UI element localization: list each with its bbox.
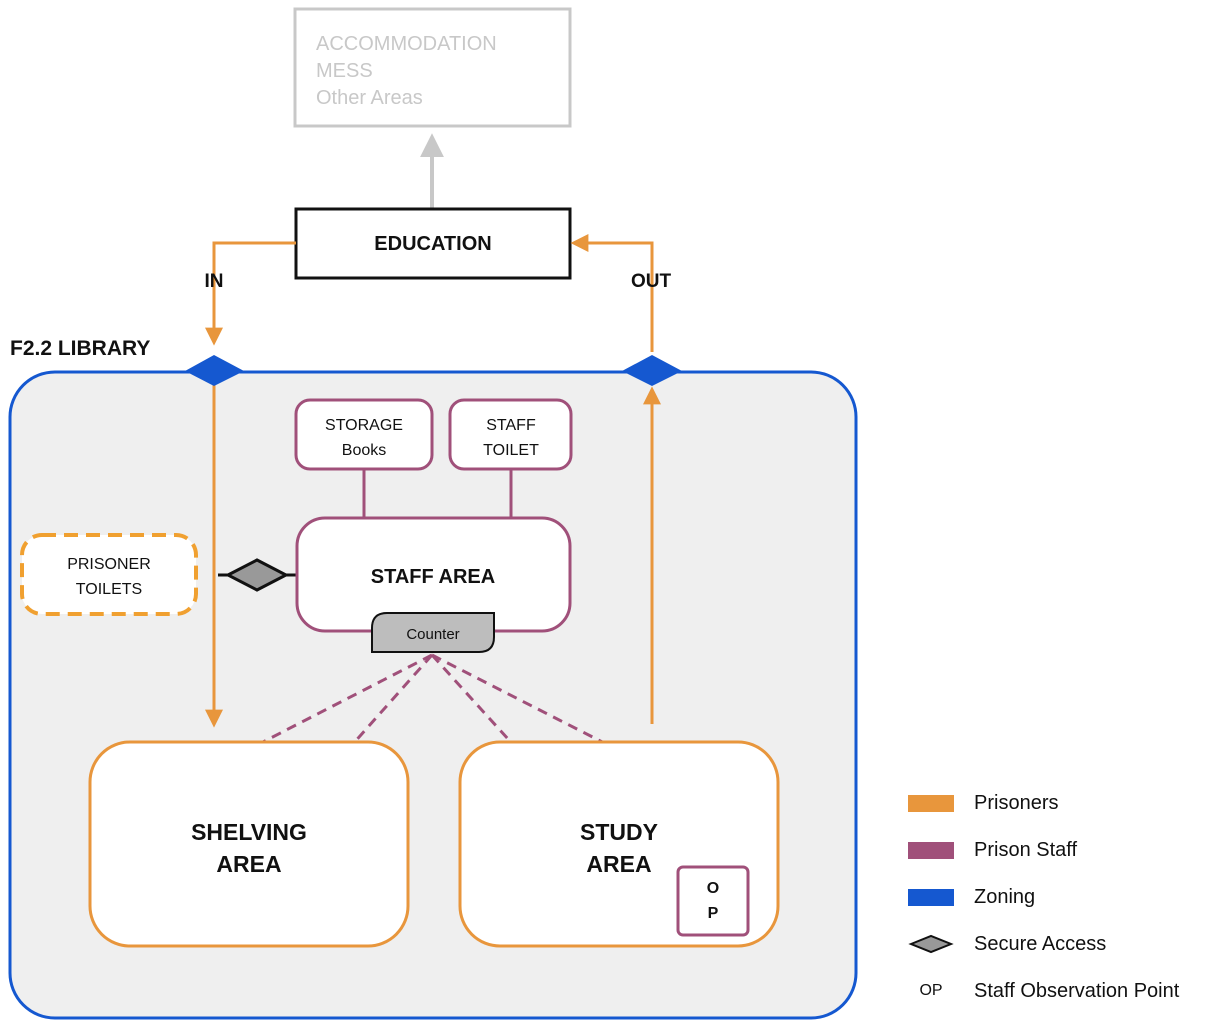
in-label: IN	[205, 271, 224, 292]
legend-label: Zoning	[974, 885, 1036, 908]
legend-label: Prisoners	[974, 791, 1059, 814]
prisoner-toilets-box	[20, 533, 198, 616]
counter-label: Counter	[406, 626, 459, 643]
shelving-line-2: AREA	[216, 851, 281, 877]
counter-shape	[371, 612, 495, 653]
staff-area-label: STAFF AREA	[371, 566, 495, 588]
storage-line-1: STORAGE	[325, 417, 403, 434]
external-line-1: ACCOMMODATION	[316, 33, 497, 55]
external-areas-box	[293, 7, 572, 128]
shelving-area-box	[88, 740, 410, 948]
education-label: EDUCATION	[374, 233, 491, 255]
shelving-line-1: SHELVING	[191, 819, 307, 845]
secure-access-diamond-icon	[224, 558, 290, 592]
legend-item-observation-point: OP Staff Observation Point	[908, 976, 1179, 1006]
prisoner-toilets-line-1: PRISONER	[67, 556, 151, 573]
diamond-icon	[908, 934, 954, 954]
external-line-2: MESS	[316, 60, 373, 82]
external-line-3: Other Areas	[316, 87, 423, 109]
out-path	[570, 234, 654, 352]
op-abbreviation: OP	[919, 982, 943, 999]
prison-staff-swatch	[908, 841, 954, 859]
zoning-swatch	[908, 888, 954, 906]
legend-label: Secure Access	[974, 932, 1107, 955]
staff-toilet-box	[448, 398, 573, 471]
legend-item-prison-staff: Prison Staff	[908, 835, 1077, 865]
observation-arrow-2	[309, 654, 434, 793]
storage-line-2: Books	[342, 442, 386, 459]
in-zoning-diamond-icon	[185, 355, 244, 386]
op-line-2: P	[708, 905, 719, 922]
prisoners-swatch	[908, 794, 954, 812]
study-line-1: STUDY	[580, 819, 658, 845]
storage-box	[294, 398, 434, 471]
op-line-1: O	[707, 880, 719, 897]
observation-point-box	[676, 865, 750, 937]
legend-label: Staff Observation Point	[974, 979, 1180, 1002]
study-line-2: AREA	[586, 851, 651, 877]
out-label: OUT	[631, 271, 672, 292]
out-zoning-diamond-icon	[622, 355, 682, 386]
education-box	[294, 207, 572, 280]
staff-toilet-line-1: STAFF	[486, 417, 536, 434]
legend-item-prisoners: Prisoners	[908, 788, 1058, 818]
prisoner-toilets-line-2: TOILETS	[76, 581, 142, 598]
legend-label: Prison Staff	[974, 838, 1078, 861]
library-title: F2.2 LIBRARY	[10, 337, 150, 360]
legend-item-zoning: Zoning	[908, 882, 1035, 912]
staff-toilet-line-2: TOILET	[483, 442, 539, 459]
legend-item-secure-access: Secure Access	[908, 929, 1106, 959]
in-path	[205, 241, 296, 346]
